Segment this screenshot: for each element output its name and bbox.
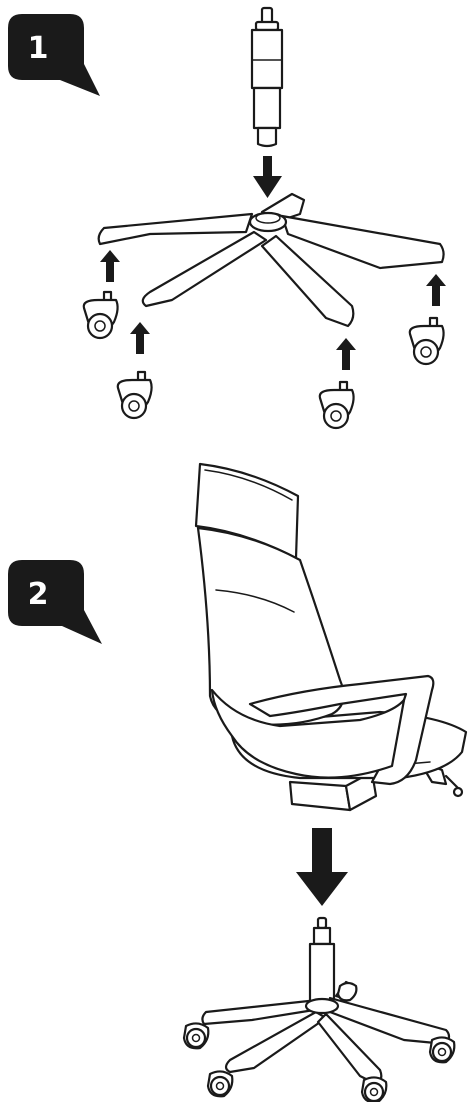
step-1-number: 1 [28,31,49,66]
caster-wheel [84,292,118,338]
step-2-badge: 2 [8,560,102,644]
office-chair-upper [196,464,466,810]
arrow-down-icon [253,156,282,198]
arrow-down-icon [296,828,348,906]
chair-base-assembled [202,918,449,1084]
arrow-up-icon [426,274,446,306]
caster-wheel [362,1077,386,1102]
arrow-up-icon [336,338,356,370]
arrow-up-icon [100,250,120,282]
chair-base-star [99,194,444,326]
caster-wheel [338,983,356,1000]
caster-wheel [320,382,354,428]
caster-wheel [208,1071,232,1096]
gas-lift-cylinder [252,8,282,146]
arrow-up-icon [130,322,150,354]
caster-wheel [410,318,444,364]
step-1-badge: 1 [8,14,100,96]
step-2-number: 2 [28,577,49,612]
caster-wheel [184,1023,208,1048]
caster-wheel [430,1037,454,1062]
caster-wheel [118,372,152,418]
